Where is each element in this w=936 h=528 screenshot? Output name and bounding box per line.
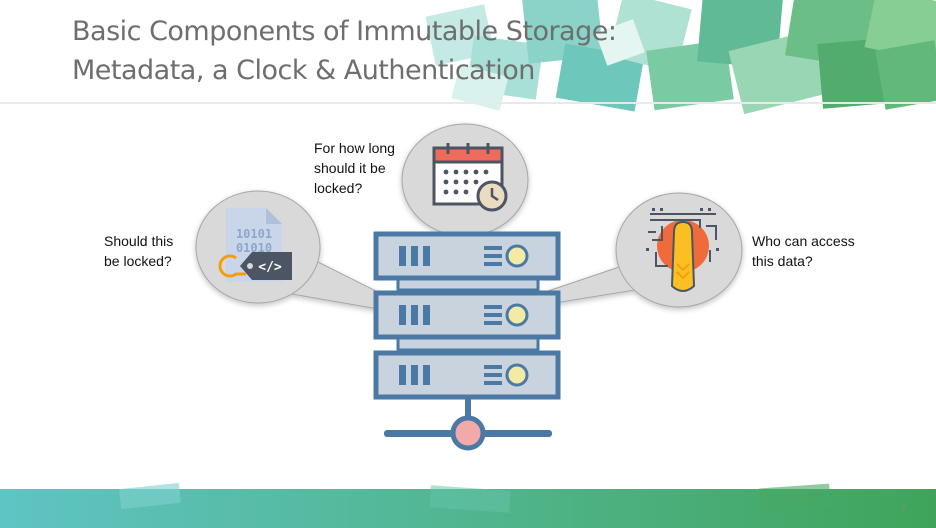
footer-band (0, 482, 936, 528)
top-question-label: For how long should it be locked? (314, 138, 395, 198)
server-unit-3 (373, 350, 561, 400)
right-question-label: Who can access this data? (752, 231, 855, 271)
left-question-line-2: be locked? (104, 253, 172, 269)
fingerprint-touch-icon (646, 208, 719, 292)
binary-text-line-1: 10101 (236, 227, 272, 241)
code-tag-text: </> (258, 260, 282, 275)
metadata-tag-icon: 10101 01010 </> (218, 208, 292, 282)
server-unit-2 (373, 290, 561, 340)
server-rack-icon (373, 231, 561, 451)
page-number: 7 (900, 504, 906, 514)
slide-title-line-2: Metadata, a Clock & Authentication (72, 55, 535, 86)
right-question-line-1: Who can access (752, 233, 855, 249)
top-question-line-2: should it be (314, 160, 386, 176)
left-question-line-1: Should this (104, 233, 174, 249)
server-unit-1 (373, 231, 561, 281)
slide-title: Basic Components of Immutable Storage: M… (72, 12, 617, 90)
slide-title-line-1: Basic Components of Immutable Storage: (72, 16, 617, 47)
top-question-line-1: For how long (314, 140, 395, 156)
top-question-line-3: locked? (314, 180, 363, 196)
header-banner (0, 0, 936, 115)
right-question-line-2: this data? (752, 253, 813, 269)
calendar-clock-icon (432, 143, 508, 212)
binary-text-line-2: 01010 (236, 241, 272, 255)
left-question-label: Should this be locked? (104, 231, 173, 271)
